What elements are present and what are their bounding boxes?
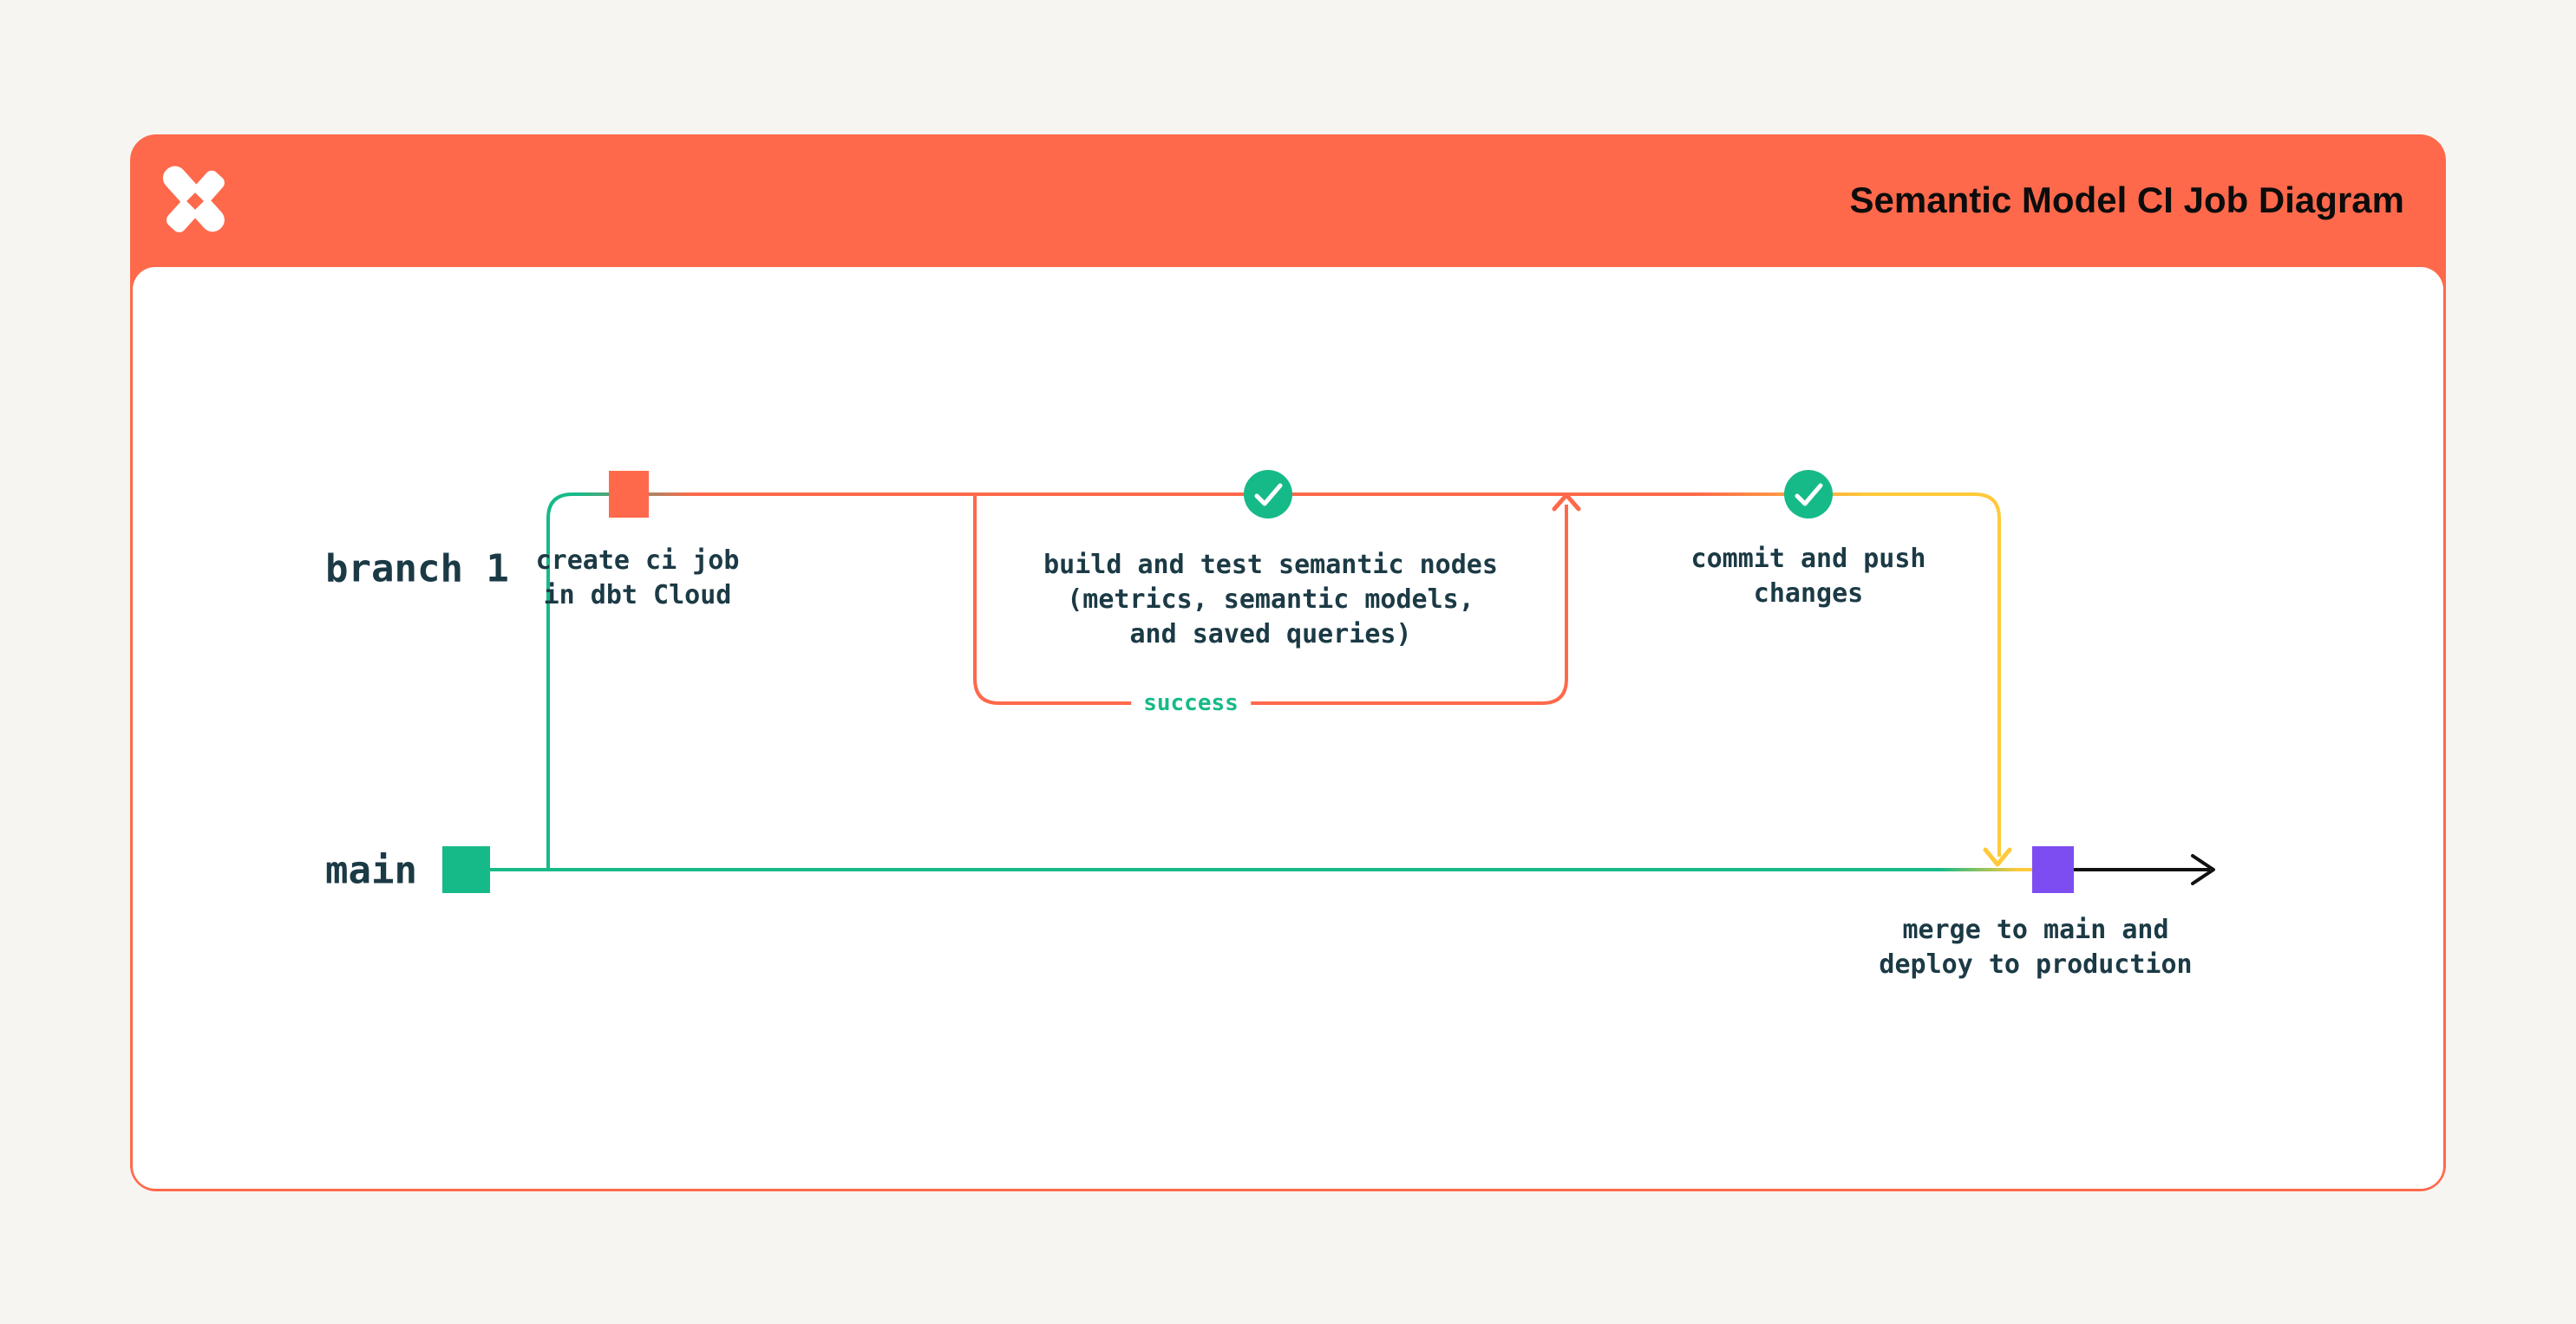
main-label: main (325, 848, 417, 893)
merge-deploy-line1: merge to main and (1902, 915, 2169, 945)
loop-arrowhead-icon (1552, 492, 1581, 512)
merge-arrowhead-icon (1983, 847, 2012, 867)
page-title: Semantic Model CI Job Diagram (1849, 179, 2404, 220)
ci-loop-line (973, 496, 1568, 705)
create-ci-line2: in dbt Cloud (543, 580, 732, 610)
commit-push-label: commit and push changes (1691, 542, 1926, 611)
check-mark-commit-icon (1795, 483, 1823, 506)
create-ci-label: create ci job in dbt Cloud (536, 544, 740, 613)
diagram-card: Semantic Model CI Job Diagram (130, 134, 2446, 1191)
main-commit-square (442, 846, 490, 893)
create-ci-line1: create ci job (535, 545, 740, 576)
build-test-line2: (metrics, semantic models, (1067, 584, 1474, 615)
check-circle-build-icon (1244, 470, 1292, 519)
merge-deploy-label: merge to main and deploy to production (1879, 913, 2192, 982)
dbt-logo-icon (160, 164, 231, 238)
build-test-label: build and test semantic nodes (metrics, … (1043, 548, 1498, 652)
check-circle-commit-icon (1784, 470, 1833, 519)
build-test-line1: build and test semantic nodes (1043, 550, 1498, 580)
production-arrowhead-icon (2191, 854, 2215, 885)
build-test-line3: and saved queries) (1129, 619, 1412, 649)
create-ci-commit-square (609, 471, 649, 518)
card-body (133, 267, 2443, 1189)
card-header: Semantic Model CI Job Diagram (130, 134, 2446, 267)
commit-push-line1: commit and push (1690, 544, 1926, 574)
success-label: success (1131, 688, 1251, 718)
merge-deploy-line2: deploy to production (1879, 949, 2193, 980)
merge-commit-square (2032, 846, 2074, 893)
check-mark-build-icon (1254, 483, 1283, 506)
commit-push-line2: changes (1753, 578, 1864, 609)
branch1-label: branch 1 (325, 546, 509, 591)
